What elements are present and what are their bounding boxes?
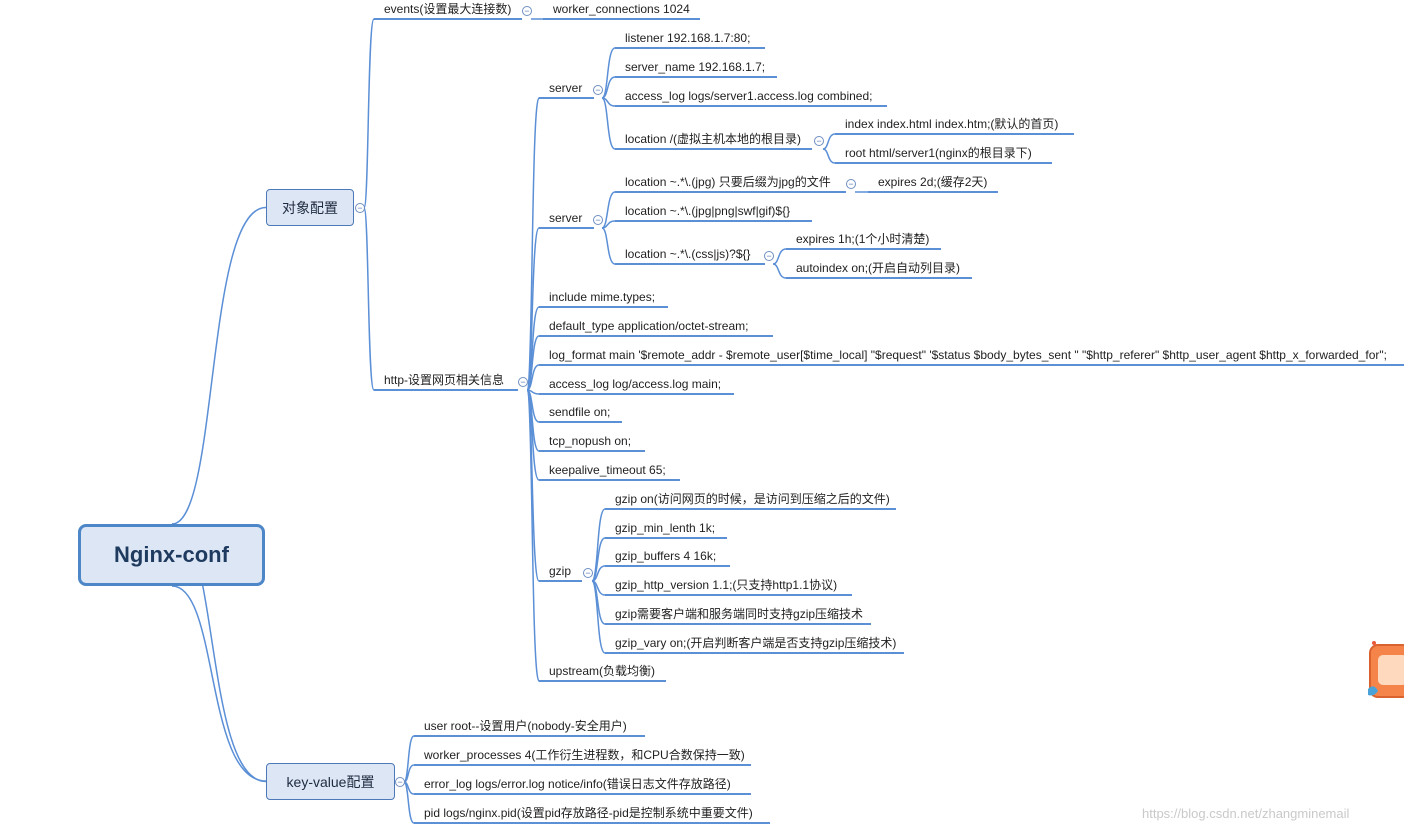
watermark: https://blog.csdn.net/zhangminemail: [1142, 806, 1350, 821]
topic-node[interactable]: gzip需要客户端和服务端同时支持gzip压缩技术: [615, 607, 864, 621]
topic-node[interactable]: error_log logs/error.log notice/info(错误日…: [424, 777, 731, 791]
topic-node[interactable]: location ~.*\.(css|js)?${}: [625, 247, 751, 261]
branch-connector: [591, 580, 606, 654]
collapse-toggle[interactable]: −: [846, 179, 856, 189]
collapse-toggle[interactable]: −: [764, 251, 774, 261]
branch-connector: [363, 207, 375, 391]
topic-node[interactable]: location ~.*\.(jpg|png|swf|gif)${}: [625, 204, 791, 218]
topic-node[interactable]: root html/server1(nginx的根目录下): [845, 146, 1032, 160]
branch-connector: [601, 220, 616, 229]
topic-node[interactable]: expires 1h;(1个小时清楚): [796, 232, 930, 246]
collapse-toggle[interactable]: −: [593, 215, 603, 225]
root-topic[interactable]: Nginx-conf: [78, 524, 265, 586]
topic-node[interactable]: include mime.types;: [549, 290, 656, 304]
branch-connector: [363, 18, 375, 209]
topic-node[interactable]: location ~.*\.(jpg) 只要后缀为jpg的文件: [625, 175, 831, 189]
collapse-toggle[interactable]: −: [814, 136, 824, 146]
topic-node[interactable]: gzip_http_version 1.1;(只支持http1.1协议): [615, 578, 838, 592]
branch-connector: [171, 585, 267, 782]
collapse-toggle[interactable]: −: [522, 6, 532, 16]
branch-connector: [601, 76, 616, 99]
topic-node[interactable]: log_format main '$remote_addr - $remote_…: [549, 348, 1387, 362]
branch-connector: [601, 191, 616, 229]
collapse-toggle[interactable]: −: [593, 85, 603, 95]
topic-node[interactable]: server: [549, 211, 583, 225]
topic-node[interactable]: tcp_nopush on;: [549, 434, 632, 448]
topic-node[interactable]: access_log logs/server1.access.log combi…: [625, 89, 873, 103]
topic-node[interactable]: server_name 192.168.1.7;: [625, 60, 766, 74]
branch-connector: [526, 364, 540, 391]
topic-node[interactable]: sendfile on;: [549, 405, 611, 419]
topic-node[interactable]: default_type application/octet-stream;: [549, 319, 749, 333]
branch-connector: [601, 47, 616, 99]
topic-node[interactable]: gzip on(访问网页的时候，是访问到压缩之后的文件): [615, 492, 890, 506]
topic-node[interactable]: server: [549, 81, 583, 95]
topic-node[interactable]: autoindex on;(开启自动列目录): [796, 261, 961, 275]
topic-node[interactable]: keepalive_timeout 65;: [549, 463, 666, 477]
branch-connector: [526, 389, 540, 682]
topic-node[interactable]: access_log log/access.log main;: [549, 377, 722, 391]
collapse-toggle[interactable]: −: [355, 203, 365, 213]
topic-node[interactable]: user root--设置用户(nobody-安全用户): [424, 719, 627, 733]
topic-node[interactable]: listener 192.168.1.7:80;: [625, 31, 751, 45]
main-topic-object-config[interactable]: 对象配置: [266, 189, 354, 226]
branch-connector: [601, 227, 616, 265]
topic-node[interactable]: worker_processes 4(工作衍生进程数，和CPU合数保持一致): [424, 748, 745, 762]
branch-connector: [403, 735, 415, 783]
branch-connector: [772, 248, 787, 265]
topic-node[interactable]: upstream(负载均衡): [549, 664, 656, 678]
topic-node[interactable]: events(设置最大连接数): [384, 2, 512, 16]
collapse-toggle[interactable]: −: [518, 377, 528, 387]
topic-node[interactable]: gzip_vary on;(开启判断客户端是否支持gzip压缩技术): [615, 636, 897, 650]
branch-connector: [822, 133, 836, 150]
topic-node[interactable]: expires 2d;(缓存2天): [878, 175, 988, 189]
topic-node[interactable]: gzip_buffers 4 16k;: [615, 549, 717, 563]
branch-connector: [171, 206, 267, 525]
topic-node[interactable]: gzip: [549, 564, 572, 578]
collapse-toggle[interactable]: −: [583, 568, 593, 578]
floating-assistant-icon[interactable]: [1368, 641, 1404, 701]
branch-connector: [403, 781, 415, 824]
topic-node[interactable]: worker_connections 1024: [553, 2, 690, 16]
topic-node[interactable]: gzip_min_lenth 1k;: [615, 521, 716, 535]
main-topic-key-value-config[interactable]: key-value配置: [266, 763, 395, 800]
branch-connector: [822, 148, 836, 164]
collapse-toggle[interactable]: −: [395, 777, 405, 787]
branch-connector: [772, 263, 787, 279]
topic-node[interactable]: index index.html index.htm;(默认的首页): [845, 117, 1059, 131]
topic-node[interactable]: pid logs/nginx.pid(设置pid存放路径-pid是控制系统中重要…: [424, 806, 753, 820]
topic-node[interactable]: location /(虚拟主机本地的根目录): [625, 132, 802, 146]
branch-connector: [601, 97, 616, 150]
topic-node[interactable]: http-设置网页相关信息: [384, 373, 505, 387]
